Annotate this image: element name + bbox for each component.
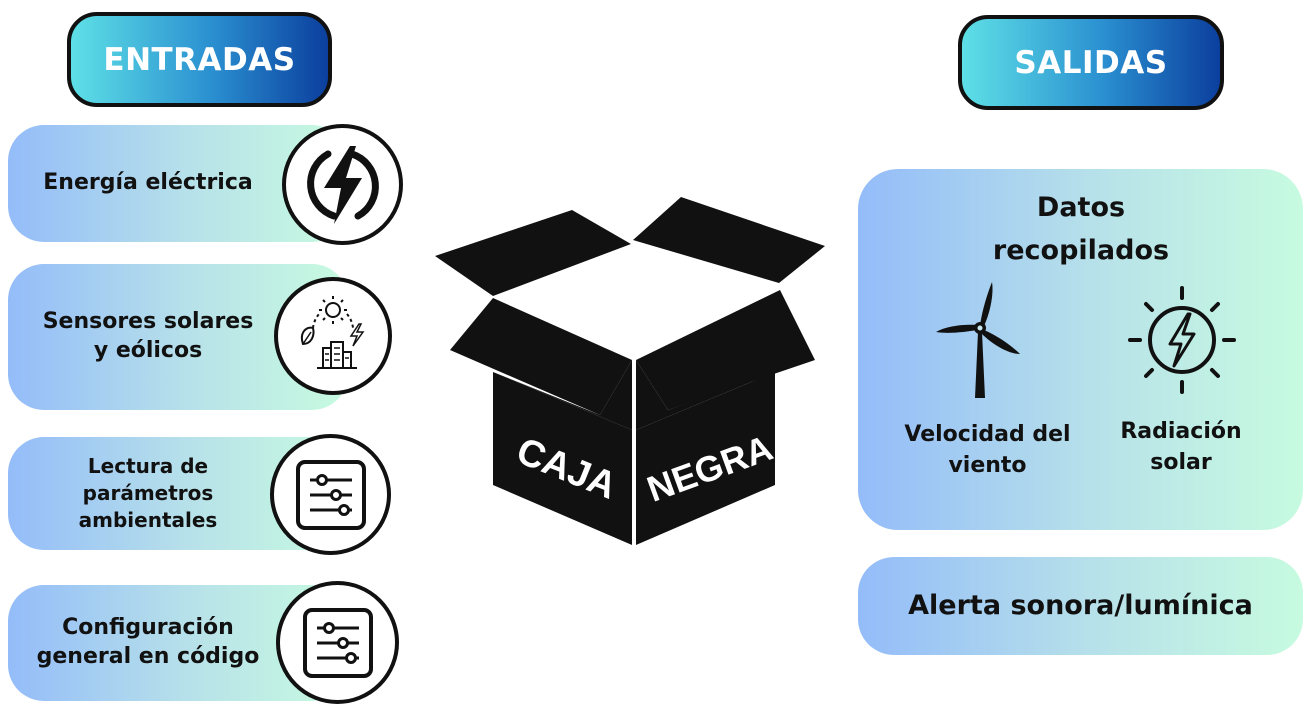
open-box-icon: CAJA NEGRA bbox=[430, 190, 830, 550]
input-item-label: Sensores solares y eólicos bbox=[42, 309, 254, 363]
sliders-panel-icon bbox=[276, 581, 399, 704]
eco-city-energy-icon bbox=[274, 277, 392, 395]
output-data-title: Datos recopilados bbox=[992, 192, 1170, 267]
input-item-label: Lectura de parámetros ambientales bbox=[78, 454, 218, 532]
output-solar-radiation-label: Radiación solar bbox=[1120, 419, 1242, 475]
solar-energy-icon bbox=[1126, 284, 1238, 396]
outputs-title: SALIDAS bbox=[1014, 44, 1168, 81]
sliders-panel-icon bbox=[270, 434, 391, 555]
output-wind-speed-label: Velocidad del viento bbox=[904, 422, 1071, 478]
inputs-header: ENTRADAS bbox=[67, 12, 332, 107]
output-alert-label: Alerta sonora/lumínica bbox=[908, 590, 1253, 622]
inputs-title: ENTRADAS bbox=[103, 41, 296, 78]
output-data-card bbox=[858, 169, 1303, 530]
input-item-label: Energía eléctrica bbox=[43, 170, 253, 196]
wind-turbine-icon bbox=[932, 280, 1027, 400]
output-alert-card bbox=[858, 557, 1303, 655]
outputs-header: SALIDAS bbox=[958, 15, 1224, 110]
input-item-label: Configuración general en código bbox=[36, 615, 260, 669]
lightning-bolt-icon bbox=[282, 124, 403, 245]
